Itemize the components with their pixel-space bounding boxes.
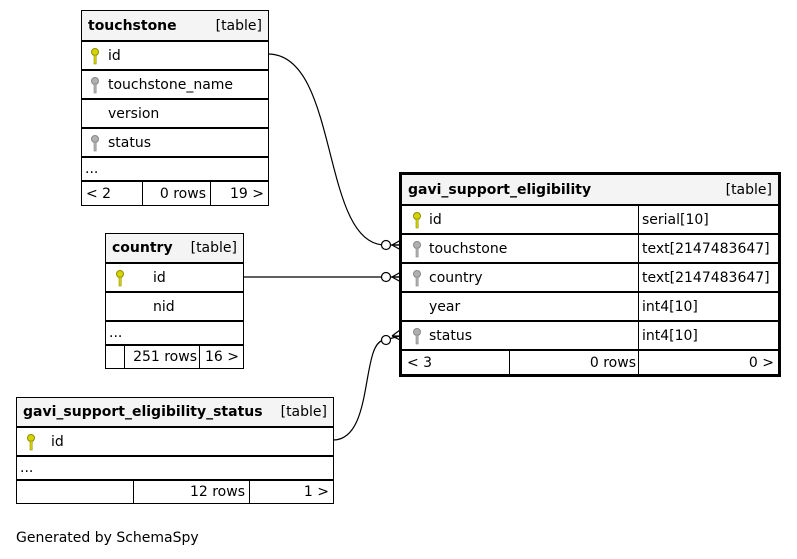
- table-type-label: [table]: [190, 240, 237, 256]
- key-icon: [27, 433, 35, 450]
- more-columns-row[interactable]: ...: [82, 158, 268, 182]
- table-type-label: [table]: [280, 404, 327, 420]
- key-icon: [91, 47, 99, 64]
- column-name: id: [108, 47, 121, 64]
- row-count: 12 rows: [189, 484, 245, 500]
- column-row[interactable]: version: [82, 100, 268, 129]
- column-name: country: [429, 269, 483, 286]
- table-header[interactable]: gavi_support_eligibility [table]: [402, 175, 778, 206]
- key-icon: [91, 76, 99, 93]
- relation-status: [332, 335, 401, 441]
- table-touchstone[interactable]: touchstone [table] id touchstone_name ve…: [81, 10, 269, 206]
- table-type-label: [table]: [725, 181, 772, 198]
- column-name: nid: [153, 298, 175, 315]
- more-columns-row[interactable]: ...: [106, 322, 243, 346]
- column-row[interactable]: id: [106, 264, 243, 293]
- table-header[interactable]: country [table]: [106, 234, 243, 264]
- row-count: 0 rows: [589, 355, 636, 371]
- column-name: id: [51, 433, 64, 450]
- column-name: id: [429, 211, 442, 228]
- table-nav-row: < 3 0 rows 0 >: [402, 351, 778, 375]
- table-gavi-support-eligibility-status[interactable]: gavi_support_eligibility_status [table] …: [16, 397, 334, 504]
- ellipsis: ...: [109, 325, 123, 341]
- ellipsis: ...: [20, 460, 34, 476]
- parents-link[interactable]: < 3: [407, 355, 433, 371]
- relation-status-optional-marker: [380, 334, 392, 346]
- parents-link[interactable]: < 2: [86, 186, 112, 202]
- column-row[interactable]: nid: [106, 293, 243, 322]
- column-row[interactable]: touchstone_name: [82, 71, 268, 100]
- column-name: touchstone_name: [108, 76, 234, 93]
- row-count: 251 rows: [133, 349, 197, 365]
- table-nav-row: 251 rows 16 >: [106, 346, 243, 368]
- children-link[interactable]: 19 >: [230, 186, 264, 202]
- key-icon: [116, 269, 124, 286]
- column-row[interactable]: touchstone text[2147483647]: [402, 235, 778, 264]
- key-icon: [413, 327, 421, 344]
- column-row[interactable]: status: [82, 129, 268, 158]
- table-name: country: [112, 240, 173, 256]
- column-type: int4[10]: [642, 298, 698, 315]
- table-name: gavi_support_eligibility_status: [23, 404, 263, 420]
- table-nav-row: 12 rows 1 >: [17, 481, 333, 503]
- column-row[interactable]: id: [17, 428, 333, 457]
- table-type-label: [table]: [215, 17, 262, 34]
- more-columns-row[interactable]: ...: [17, 457, 333, 481]
- column-type: serial[10]: [642, 211, 709, 228]
- table-gavi-support-eligibility[interactable]: gavi_support_eligibility [table] id seri…: [399, 172, 781, 377]
- column-row[interactable]: year int4[10]: [402, 293, 778, 322]
- key-icon: [413, 269, 421, 286]
- column-name: id: [153, 269, 166, 286]
- table-name: touchstone: [88, 17, 177, 34]
- column-type: text[2147483647]: [642, 240, 770, 257]
- relation-touchstone-optional-marker: [380, 239, 392, 251]
- column-row[interactable]: country text[2147483647]: [402, 264, 778, 293]
- column-name: status: [429, 327, 473, 344]
- table-header[interactable]: gavi_support_eligibility_status [table]: [17, 398, 333, 428]
- key-icon: [91, 134, 99, 151]
- column-row[interactable]: id: [82, 42, 268, 71]
- table-name: gavi_support_eligibility: [408, 181, 592, 198]
- column-name: touchstone: [429, 240, 508, 257]
- column-name: year: [429, 298, 461, 315]
- column-name: version: [108, 105, 160, 122]
- relation-touchstone: [267, 53, 400, 246]
- relation-status-many-marker: [391, 329, 401, 341]
- table-country[interactable]: country [table] id nid ... 251 rows 16 >: [105, 233, 244, 369]
- row-count: 0 rows: [159, 186, 206, 202]
- column-row[interactable]: id serial[10]: [402, 206, 778, 235]
- key-icon: [413, 211, 421, 228]
- column-type: text[2147483647]: [642, 269, 770, 286]
- table-nav-row: < 2 0 rows 19 >: [82, 182, 268, 206]
- table-header[interactable]: touchstone [table]: [82, 11, 268, 42]
- column-row[interactable]: status int4[10]: [402, 322, 778, 351]
- column-name: status: [108, 134, 152, 151]
- generated-by-label: Generated by SchemaSpy: [16, 530, 199, 546]
- column-type: int4[10]: [642, 327, 698, 344]
- key-icon: [413, 240, 421, 257]
- relation-country-optional-marker: [380, 271, 392, 283]
- children-link[interactable]: 1 >: [303, 484, 329, 500]
- children-link[interactable]: 0 >: [748, 355, 774, 371]
- ellipsis: ...: [85, 161, 99, 177]
- children-link[interactable]: 16 >: [205, 349, 239, 365]
